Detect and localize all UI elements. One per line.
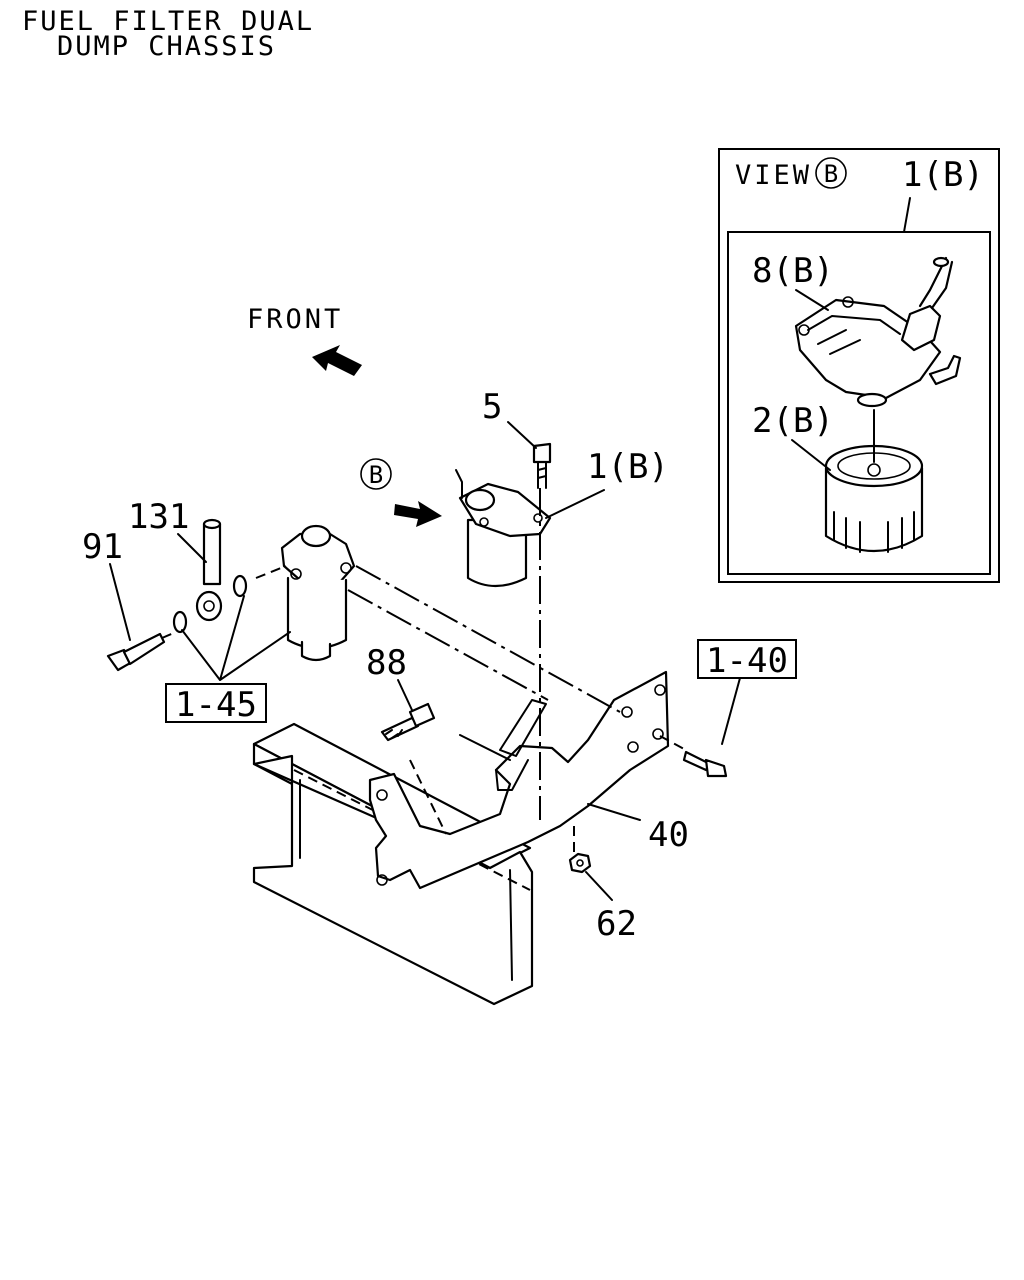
diagram-title-line1: FUEL FILTER DUAL <box>22 6 314 37</box>
callout-91: 91 <box>82 527 123 567</box>
view-direction-arrow-icon <box>394 501 442 527</box>
callout-5: 5 <box>482 387 502 427</box>
reference-box-1-40: 1-40 <box>697 639 797 681</box>
svg-text:B: B <box>824 160 838 188</box>
callout-131: 131 <box>128 497 189 537</box>
svg-text:B: B <box>369 461 383 489</box>
inset-callout-1b: 1(B) <box>902 155 984 195</box>
banjo-fitting-131 <box>195 518 223 622</box>
diagram-title-line2: DUMP CHASSIS <box>57 31 276 62</box>
inset-filter-head <box>794 256 962 408</box>
bolt-91 <box>106 632 166 672</box>
inset-callout-8b: 8(B) <box>752 251 834 291</box>
bolt-5 <box>532 442 552 489</box>
view-b-inset: VIEW B 1(B) 8(B) <box>718 148 1000 583</box>
front-arrow-icon <box>312 345 362 376</box>
fuel-filter-assembly <box>455 469 552 588</box>
inset-callout-2b: 2(B) <box>752 401 834 441</box>
bolt-88 <box>380 702 436 742</box>
view-b-marker: B <box>360 458 392 490</box>
reference-box-1-45: 1-45 <box>165 683 267 725</box>
callout-1b: 1(B) <box>587 447 669 487</box>
inset-view-label: VIEW <box>735 160 812 191</box>
leader-lines <box>109 421 741 901</box>
svg-text:1-40: 1-40 <box>706 641 788 681</box>
washer-left <box>172 610 188 634</box>
svg-text:1-45: 1-45 <box>175 685 257 725</box>
callout-62: 62 <box>596 904 637 944</box>
washer-right <box>232 574 248 598</box>
inset-view-marker: B <box>815 157 847 189</box>
mounting-bracket <box>368 670 670 890</box>
left-filter-head <box>280 524 356 662</box>
callout-40: 40 <box>648 815 689 855</box>
front-label: FRONT <box>247 304 343 335</box>
nut-62 <box>568 852 592 874</box>
alignment-lines <box>161 488 687 854</box>
callout-88: 88 <box>366 643 407 683</box>
bolt-1-40 <box>682 750 728 778</box>
inset-filter-element <box>824 409 924 553</box>
